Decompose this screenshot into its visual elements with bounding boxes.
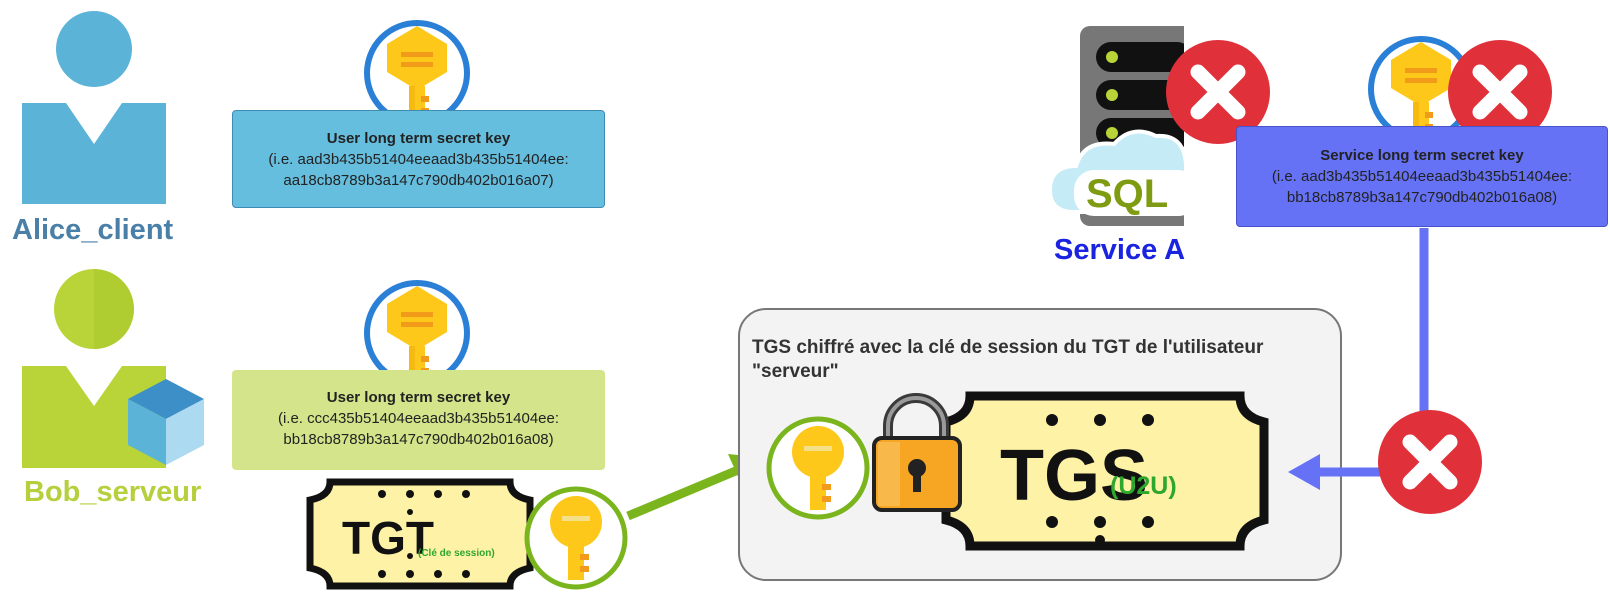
tgs-label: TGS — [1000, 436, 1148, 516]
service-key-line1: (i.e. aad3b435b51404eeaad3b435b51404ee: — [1271, 168, 1573, 185]
tgt-sublabel: (Clé de session) — [418, 548, 495, 559]
tgt-session-key-icon — [524, 486, 628, 590]
service-error-icon — [1166, 40, 1270, 144]
alice-key-line2: aa18cb8789b3a147c790db402b016a07) — [283, 172, 554, 189]
bob-key-line2: bb18cb8789b3a147c790db402b016a08) — [283, 431, 554, 448]
path-error-icon — [1378, 410, 1482, 514]
tgt-ticket-icon: TGT (Clé de session) — [306, 478, 534, 590]
service-key-icon — [1368, 36, 1474, 142]
bob-name: Bob_serveur — [24, 476, 202, 508]
bob-user-icon — [22, 269, 204, 468]
alice-key-title: User long term secret key — [326, 130, 511, 147]
tgs-group-title: TGS chiffré avec la clé de session du TG… — [752, 337, 1264, 382]
alice-key-icon — [364, 20, 470, 126]
alice-secret-key-box: User long term secret key (i.e. aad3b435… — [232, 110, 605, 208]
tgs-ticket-icon: TGS (U2U) — [941, 391, 1269, 551]
service-key-line2: bb18cb8789b3a147c790db402b016a08) — [1286, 189, 1558, 206]
alice-key-line1: (i.e. aad3b435b51404eeaad3b435b51404ee: — [268, 151, 569, 168]
service-secret-key-box: Service long term secret key (i.e. aad3b… — [1236, 126, 1608, 227]
service-name: Service A — [1054, 234, 1186, 266]
bob-key-title: User long term secret key — [326, 389, 511, 406]
tgs-sublabel: (U2U) — [1110, 472, 1177, 500]
sql-server-icon: SQL — [1047, 26, 1184, 226]
alice-name: Alice_client — [12, 214, 174, 246]
service-key-title: Service long term secret key — [1320, 147, 1524, 164]
padlock-icon — [872, 393, 962, 512]
session-key-icon — [766, 416, 870, 520]
bob-secret-key-box: User long term secret key (i.e. ccc435b5… — [232, 370, 605, 470]
tgt-label: TGT — [342, 512, 434, 564]
sql-label: SQL — [1086, 172, 1168, 216]
service-key-error-icon — [1448, 40, 1552, 144]
bob-key-line1: (i.e. ccc435b51404eeaad3b435b51404ee: — [277, 410, 560, 427]
alice-user-icon — [22, 11, 166, 204]
